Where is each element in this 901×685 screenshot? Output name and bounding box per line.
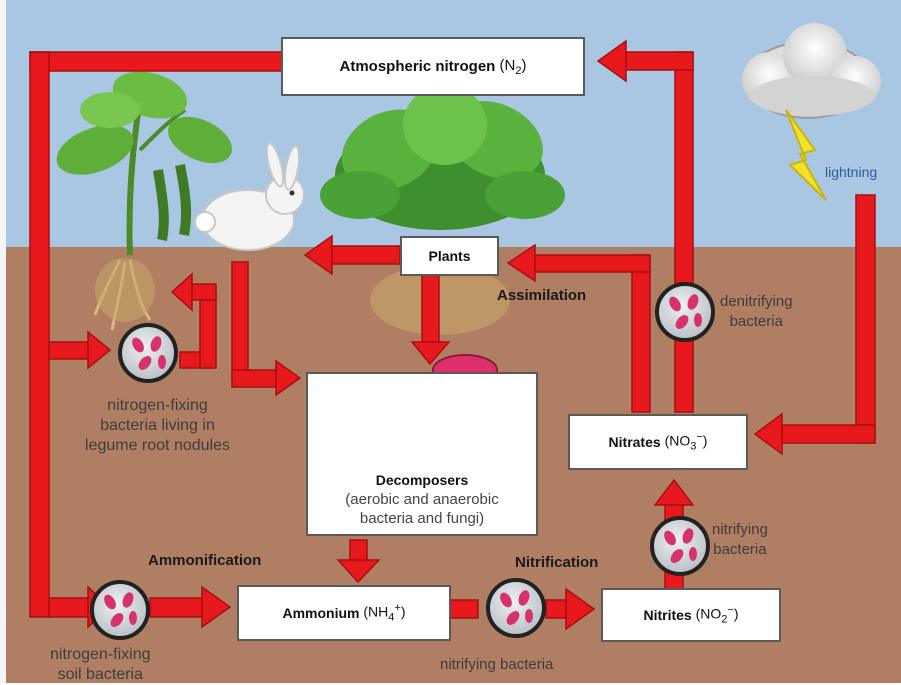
plants-box: Plants — [400, 236, 499, 276]
bacteria-icon-nitrifying-bottom — [488, 580, 544, 636]
atmospheric-nitrogen-formula: (N2) — [500, 57, 527, 77]
decomposers-line-1: (aerobic and anaerobic — [345, 490, 498, 509]
nitrates-box: Nitrates (NO3−) — [568, 414, 748, 470]
ammonium-formula: (NH4+) — [363, 602, 405, 623]
nitrites-formula: (NO2−) — [696, 604, 739, 625]
assimilation-label: Assimilation — [497, 287, 586, 304]
nitrites-label: Nitrites — [643, 607, 691, 623]
denitrifying-bacteria-label: denitrifying bacteria — [720, 292, 793, 332]
decomposers-title: Decomposers — [376, 471, 469, 490]
soil-bacteria-label: nitrogen-fixing soil bacteria — [50, 645, 151, 685]
nitrites-box: Nitrites (NO2−) — [601, 588, 781, 642]
ammonium-box: Ammonium (NH4+) — [237, 585, 451, 641]
decomposers-box: Decomposers (aerobic and anaerobic bacte… — [306, 372, 538, 536]
ammonium-label: Ammonium — [282, 605, 359, 621]
ammonification-label: Ammonification — [148, 552, 261, 569]
plants-label: Plants — [428, 248, 470, 264]
bacteria-icon-denitrifying — [657, 284, 713, 340]
nitrifying-bacteria-right-label: nitrifying bacteria — [712, 520, 768, 560]
root-nodule-bacteria-label: nitrogen-fixing bacteria living in legum… — [85, 396, 230, 456]
nitrates-label: Nitrates — [609, 434, 661, 450]
bacteria-icon-nitrifying-right — [652, 518, 708, 574]
nitrification-label: Nitrification — [515, 554, 598, 571]
bacteria-icon-soil — [92, 582, 148, 638]
bacteria-icon-root — [120, 325, 176, 381]
nitrates-formula: (NO3−) — [665, 431, 708, 452]
nitrifying-bacteria-bottom-label: nitrifying bacteria — [440, 655, 553, 675]
lightning-label: lightning — [825, 162, 877, 182]
atmospheric-nitrogen-label: Atmospheric nitrogen — [340, 58, 496, 75]
atmospheric-nitrogen-box: Atmospheric nitrogen (N2) — [281, 37, 585, 96]
decomposers-line-2: bacteria and fungi) — [360, 509, 484, 528]
